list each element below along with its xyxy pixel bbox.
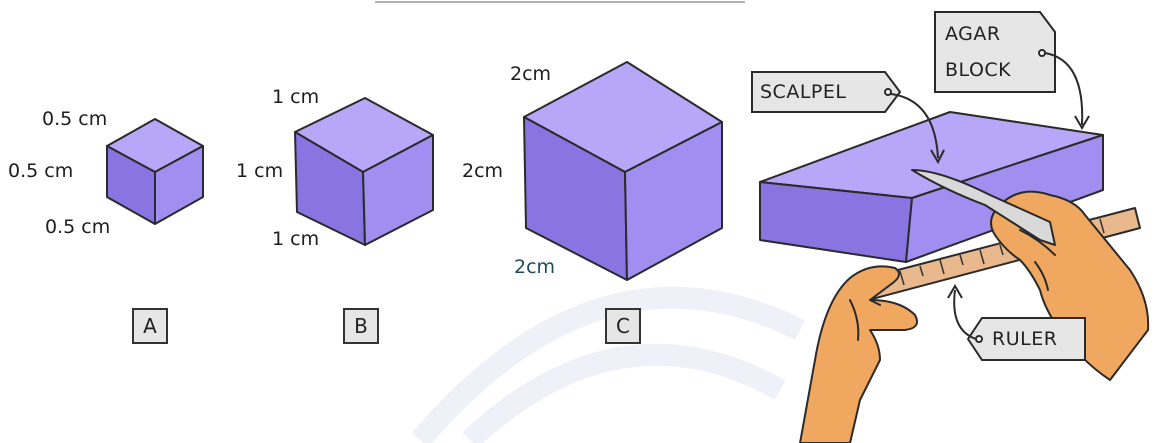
cube-b-top-dim: 1 cm xyxy=(272,86,320,108)
ruler-arrowhead xyxy=(947,284,963,299)
agar-tag-text-line1: AGAR xyxy=(945,23,1001,45)
cube-b-side-dim: 1 cm xyxy=(236,160,284,182)
cube-b-bottom-dim: 1 cm xyxy=(272,228,320,250)
scalpel-leader-line xyxy=(890,93,939,159)
cube-c-label: C xyxy=(605,308,641,344)
watermark xyxy=(411,286,805,443)
agar-block-icon xyxy=(759,111,1104,263)
scalpel-icon xyxy=(911,169,1056,246)
cube-b-icon xyxy=(294,97,434,246)
agar-arrowhead xyxy=(1074,115,1090,130)
ruler-tag-text: RULER xyxy=(992,328,1058,350)
left-hand-icon xyxy=(799,265,918,443)
cube-a-icon xyxy=(106,118,204,225)
scalpel-tag-shape xyxy=(751,71,902,113)
cube-a-top-dim: 0.5 cm xyxy=(42,108,108,130)
cube-b-label: B xyxy=(343,308,379,344)
cube-a-side-dim: 0.5 cm xyxy=(8,160,74,182)
cube-a-label: A xyxy=(132,308,168,344)
agar-tag-text-line2: BLOCK xyxy=(945,59,1012,81)
agar-leader-line xyxy=(1044,52,1084,126)
agar-tag-shape xyxy=(934,11,1056,93)
cube-c-side-dim: 2cm xyxy=(462,160,504,182)
cube-a-bottom-dim: 0.5 cm xyxy=(45,216,111,238)
cube-c-top-dim: 2cm xyxy=(510,63,552,85)
cube-c-bottom-dim: 2cm xyxy=(514,256,556,278)
cube-c-icon xyxy=(523,61,723,281)
scalpel-tag-text: SCALPEL xyxy=(760,81,847,103)
ruler-leader-line xyxy=(953,289,977,340)
scalpel-arrowhead xyxy=(930,149,945,165)
